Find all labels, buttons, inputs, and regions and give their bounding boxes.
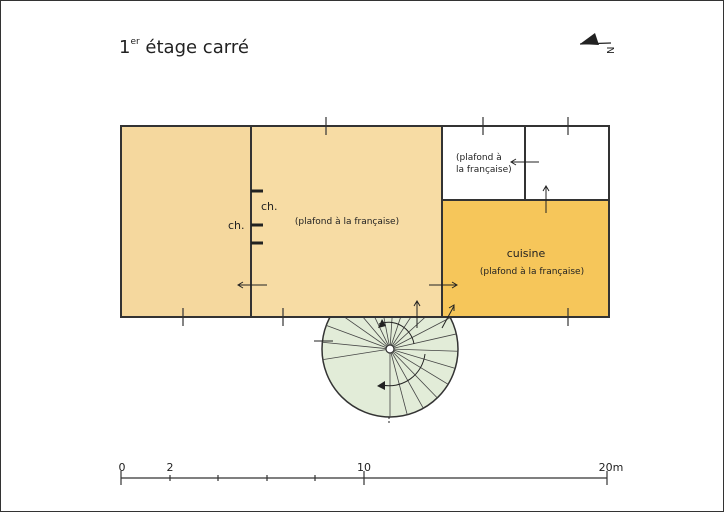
- stair-step: [393, 317, 451, 348]
- stair-arrow-icon: [377, 381, 385, 390]
- stair-step: [390, 352, 408, 415]
- room-left: [120, 125, 252, 318]
- svg-text:N: N: [606, 47, 617, 54]
- kitchen-name-label: cuisine: [507, 247, 546, 260]
- fireplace-label-upper: ch.: [261, 200, 278, 213]
- room-kitchen: [441, 199, 610, 318]
- stair-step: [322, 341, 387, 350]
- plan-title: 1er étage carré: [119, 37, 249, 58]
- room-small-right: [524, 125, 610, 201]
- stair-newel: [385, 344, 395, 354]
- scale-label-0: 0: [119, 461, 126, 474]
- scale-label-2: 2: [167, 461, 174, 474]
- stair-step: [393, 333, 457, 349]
- scale-bar: 0 2 10 20m: [119, 461, 624, 485]
- small-room-ceiling-label-2: la française): [456, 165, 512, 175]
- scale-label-10: 10: [357, 461, 371, 474]
- main-room-ceiling-label: (plafond à la française): [295, 217, 399, 227]
- small-room-ceiling-label-1: (plafond à: [456, 153, 502, 163]
- room-main: [250, 125, 443, 318]
- fireplace-label-lower: ch.: [228, 219, 245, 232]
- circulation-arrows: [237, 158, 550, 329]
- stair-step: [393, 348, 458, 352]
- stair-step: [326, 324, 387, 348]
- wall-ticks: [182, 117, 569, 326]
- scale-label-20m: 20m: [599, 461, 624, 474]
- stair-step: [322, 349, 387, 361]
- kitchen-ceiling-label: (plafond à la française): [480, 267, 584, 277]
- north-arrow-icon: N: [579, 33, 617, 54]
- fireplace-marks: [251, 189, 263, 245]
